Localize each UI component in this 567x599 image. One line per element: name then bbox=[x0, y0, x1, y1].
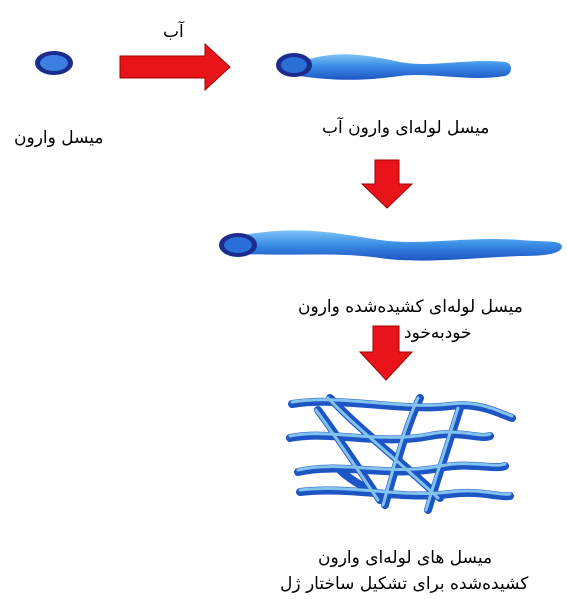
elongated-tubular-micelle bbox=[219, 230, 562, 260]
gel-network bbox=[290, 398, 512, 510]
tubular-micelle-label: میسل لوله‌ای وارون آب bbox=[322, 118, 489, 138]
tubular-reverse-micelle bbox=[276, 53, 511, 80]
elongated-micelle-label-line1: میسل لوله‌ای کشیده‌شده وارون bbox=[298, 297, 523, 317]
reverse-micelle-label: میسل وارون bbox=[14, 128, 104, 148]
elongated-micelle-label-line2: خودبه‌خود bbox=[404, 323, 472, 343]
reverse-micelle bbox=[35, 51, 73, 75]
gel-label-line1: میسل های لوله‌ای وارون bbox=[318, 548, 492, 568]
water-addition-arrow bbox=[120, 44, 230, 90]
elongation-arrow bbox=[362, 160, 412, 208]
gel-label-line2: کشیده‌شده برای تشکیل ساختار ژل bbox=[280, 574, 528, 594]
water-label: آب bbox=[163, 22, 184, 42]
